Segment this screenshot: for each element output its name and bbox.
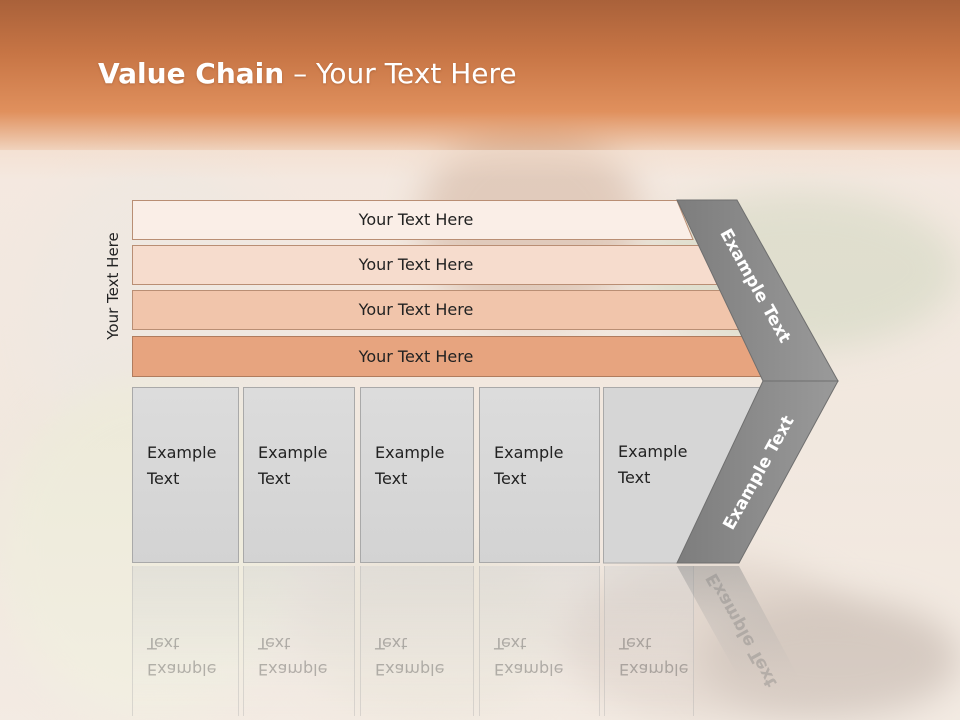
support-bar-label: Your Text Here <box>358 210 474 229</box>
activity-box-2[interactable]: Example Text <box>243 387 355 563</box>
support-bar-shape <box>132 200 694 240</box>
activity-box-label: Example Text <box>494 443 564 488</box>
support-bar-label: Your Text Here <box>358 300 474 319</box>
reflection-4: Example Text <box>479 566 600 716</box>
chevron-lower <box>676 380 839 564</box>
reflection-2: Example Text <box>243 566 355 716</box>
support-bar-3[interactable]: Your Text Here <box>132 290 740 330</box>
activity-box-5[interactable]: Example Text <box>604 387 694 563</box>
activity-box-label: Example Text <box>618 442 688 487</box>
support-bar-1[interactable]: Your Text Here <box>132 200 694 240</box>
support-bar-label: Your Text Here <box>358 347 474 366</box>
reflection-1: Example Text <box>132 566 239 716</box>
title-bold: Value Chain <box>98 57 285 90</box>
activity-box-label: Example Text <box>147 443 217 488</box>
slide-title: Value Chain – Your Text Here <box>98 52 517 96</box>
activity-box-label: Example Text <box>375 443 445 488</box>
reflection-3: Example Text <box>360 566 474 716</box>
reflection-5: Example Text <box>604 566 694 716</box>
activity-box-1[interactable]: Example Text <box>132 387 239 563</box>
support-bar-label: Your Text Here <box>358 255 474 274</box>
activity-box-4[interactable]: Example Text <box>479 387 600 563</box>
activity-box-label: Example Text <box>258 443 328 488</box>
chevron-reflection <box>677 566 800 680</box>
activity-box-3[interactable]: Example Text <box>360 387 474 563</box>
support-bar-2[interactable]: Your Text Here <box>132 245 718 285</box>
title-rest: – Your Text Here <box>284 57 517 90</box>
